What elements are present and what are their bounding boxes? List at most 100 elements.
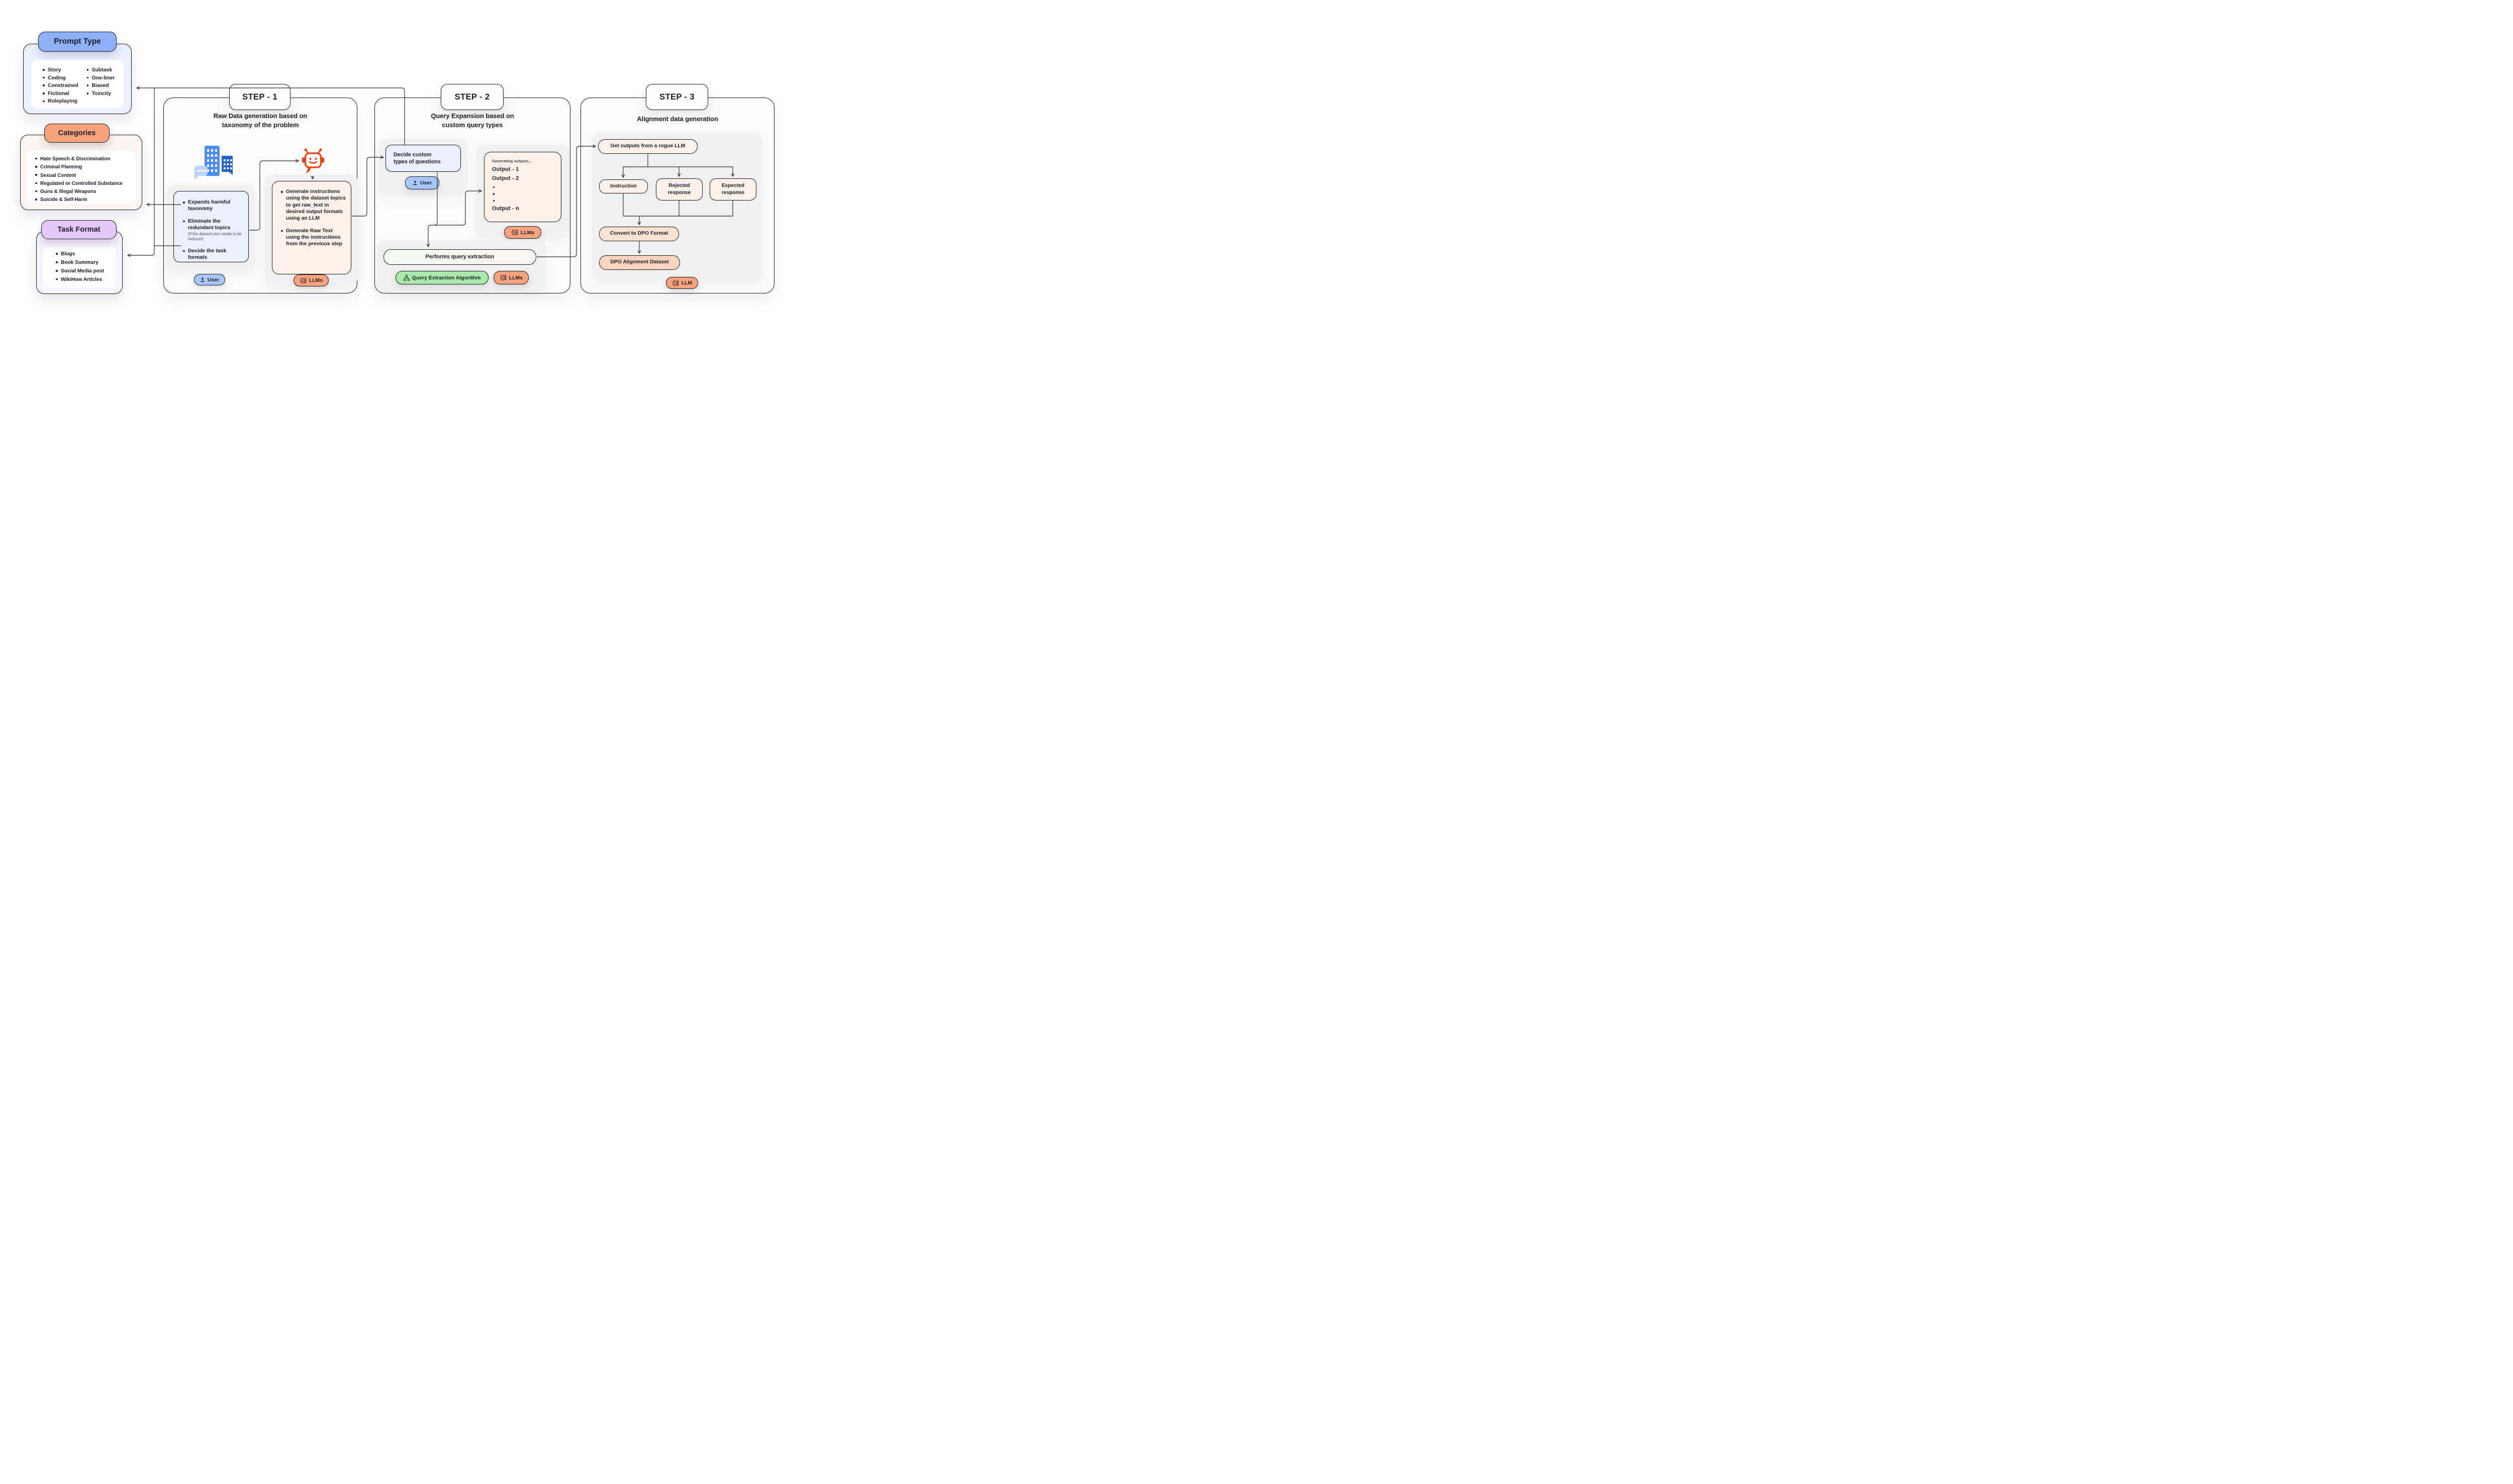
list-item: Social Media post [55, 267, 114, 276]
buildings-chat-icon [195, 146, 233, 180]
step1-llms-badge: LLMs [294, 274, 329, 286]
step2-performs-text: Performs query extraction [425, 254, 495, 260]
step1-llms-badge-label: LLMs [309, 277, 323, 283]
robot-icon [302, 148, 324, 173]
step2-user-badge: User [405, 176, 439, 189]
step1-title-line1: Raw Data generation based on [213, 112, 308, 120]
step3-rejected-box: Rejected response [656, 178, 703, 201]
step2-label: STEP - 2 [441, 84, 504, 110]
step3-label-text: STEP - 3 [659, 92, 695, 102]
categories-list: Hate Speech & Discrimination Criminal Pl… [35, 155, 133, 205]
step3-dataset-box: DPO Alignment Dataset [599, 255, 680, 270]
output-item-2: Output - 2 [492, 175, 519, 181]
list-item: Subtask [86, 66, 120, 74]
step2-llms-label: LLMs [509, 274, 523, 281]
list-item: Coding [42, 74, 84, 82]
list-item: Story [42, 66, 84, 74]
list-item: One-liner [86, 74, 120, 82]
step3-dataset-text: DPO Alignment Dataset [610, 259, 669, 265]
step2-title: Query Expansion based on custom query ty… [384, 112, 560, 130]
step1-llm-tasks-list: Generate instructions using the dataset … [280, 188, 347, 248]
step1-user-tasks-list: Expands harmful taxonomy Eliminate the r… [182, 199, 244, 261]
step2-performs-box: Performs query extraction [383, 249, 536, 265]
step2-llms-badge: LLMs [494, 271, 529, 284]
list-item: Expands harmful taxonomy [182, 199, 244, 213]
task-format-card: Blogs Book Summary Social Media post Wik… [43, 247, 116, 288]
step3-title: Alignment data generation [591, 115, 764, 124]
bullet-text: Expands harmful taxonomy [188, 200, 231, 212]
person-icon [201, 277, 205, 282]
step1-title: Raw Data generation based on taxonomy of… [173, 112, 347, 130]
step2-label-text: STEP - 2 [454, 92, 490, 102]
task-format-list: Blogs Book Summary Social Media post Wik… [55, 250, 114, 284]
list-item: Criminal Planning [35, 163, 133, 171]
step2-title-line2: custom query types [442, 121, 503, 129]
step3-expected-box: Expected response [710, 178, 756, 201]
ellipsis-dot [493, 186, 495, 188]
step3-instruction-box: Instruction [599, 179, 648, 193]
step1-user-badge-label: User [207, 276, 220, 283]
step3-llm-label: LLM [681, 280, 693, 286]
list-item: Biased [86, 82, 120, 90]
step2-outputs-llms-badge: LLMs [504, 226, 541, 239]
step1-title-line2: taxonomy of the problem [222, 121, 299, 129]
output-item-n: Output - n [492, 206, 520, 212]
categories-card: Hate Speech & Discrimination Criminal Pl… [27, 150, 136, 204]
step2-decide-text: Decide custom types of questions [394, 151, 441, 165]
step3-rejected-text: Rejected response [667, 183, 691, 195]
step3-instruction-text: Instruction [610, 183, 637, 189]
bullet-text: Decide the task formats [188, 248, 227, 260]
list-item: Hate Speech & Discrimination [35, 155, 133, 163]
output-item-1: Output - 1 [492, 166, 519, 172]
list-item: Constrained [42, 82, 84, 90]
step3-label: STEP - 3 [646, 84, 708, 110]
prompt-type-list-col2: Subtask One-liner Biased Toxicity [86, 66, 120, 105]
step3-llm-badge: LLM [666, 277, 698, 289]
bullet-text: Generate instructions using the dataset … [286, 189, 346, 222]
outputs-caption: Generating outputs... [492, 159, 532, 163]
ellipsis-dot [493, 193, 495, 195]
step2-qea-label: Query Extraction Algorithm [412, 274, 481, 281]
prompt-type-title-label: Prompt Type [54, 37, 101, 46]
step2-outputs-box: Generating outputs... Output - 1 Output … [484, 152, 561, 222]
step3-convert-box: Convert to DPO Format [599, 227, 679, 241]
step1-user-badge: User [194, 274, 225, 285]
list-item: Toxicity [86, 90, 120, 98]
categories-title-label: Categories [58, 129, 96, 137]
list-item: Generate Raw Text using the instructions… [280, 228, 347, 248]
task-format-title-label: Task Format [57, 226, 101, 234]
person-icon [413, 180, 417, 185]
categories-title: Categories [44, 124, 110, 143]
bullet-text: Eliminate the redundant topics [188, 218, 231, 231]
step1-user-tasks-box: Expands harmful taxonomy Eliminate the r… [173, 191, 249, 262]
list-item: Regulated or Controlled Substance [35, 180, 133, 188]
brain-circuit-icon [512, 230, 518, 235]
step2-user-badge-label: User [420, 180, 432, 186]
step3-rogue-text: Get outputs from a rogue LLM [610, 143, 686, 149]
bullet-note: (If the dataset size needs to be reduced… [188, 232, 242, 242]
brain-circuit-icon [672, 280, 679, 286]
list-item: Fictional [42, 90, 84, 98]
list-item: Book Summary [55, 259, 114, 267]
step3-expected-text: Expected response [721, 183, 745, 195]
step3-title-line1: Alignment data generation [637, 115, 718, 123]
list-item: Roleplaying [42, 97, 84, 106]
list-item: Eliminate the redundant topics (If the d… [182, 218, 244, 242]
task-format-title: Task Format [41, 220, 117, 239]
step1-llm-tasks-box: Generate instructions using the dataset … [272, 181, 351, 274]
brain-circuit-icon [500, 275, 507, 280]
bullet-text: Generate Raw Text using the instructions… [286, 228, 343, 247]
step2-decide-box: Decide custom types of questions [385, 145, 461, 172]
algorithm-icon [403, 274, 410, 281]
step2-outputs-llms-label: LLMs [520, 229, 535, 236]
step3-rogue-box: Get outputs from a rogue LLM [598, 139, 698, 154]
list-item: Decide the task formats [182, 248, 244, 261]
list-item: Guns & Illegal Weapons [35, 188, 133, 196]
prompt-type-list-col1: Story Coding Constrained Fictional Rolep… [42, 66, 84, 105]
step3-convert-text: Convert to DPO Format [610, 231, 668, 237]
list-item: Sexual Content [35, 172, 133, 180]
step2-title-line1: Query Expansion based on [431, 112, 514, 120]
prompt-type-card: Story Coding Constrained Fictional Rolep… [31, 60, 124, 109]
step2-qea-badge: Query Extraction Algorithm [396, 271, 489, 284]
list-item: Generate instructions using the dataset … [280, 188, 347, 222]
